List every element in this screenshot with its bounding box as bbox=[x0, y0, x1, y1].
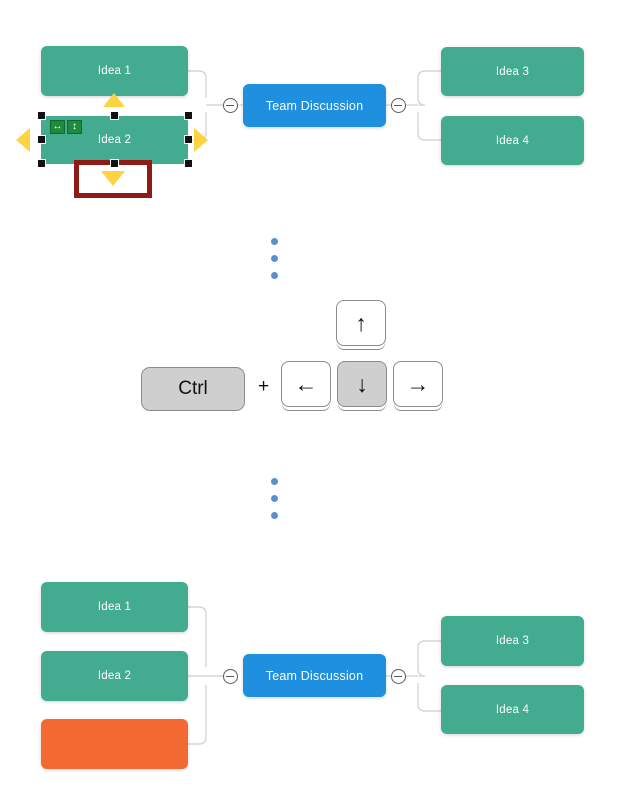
node-label: Idea 4 bbox=[495, 703, 530, 716]
node-team-discussion-after[interactable]: Team Discussion bbox=[243, 654, 386, 697]
node-label: Idea 1 bbox=[97, 65, 132, 77]
ellipsis-dot bbox=[271, 495, 278, 502]
arrow-down-icon: ↓ bbox=[356, 370, 368, 397]
node-label: Idea 2 bbox=[97, 134, 132, 146]
arrow-right-key[interactable]: → bbox=[393, 361, 443, 407]
arrow-up-key[interactable]: ↑ bbox=[336, 300, 386, 346]
plus-sign: + bbox=[258, 376, 270, 397]
node-idea-2-before-selected[interactable]: Idea 2 bbox=[41, 116, 188, 164]
node-idea-1-before[interactable]: Idea 1 bbox=[41, 46, 188, 96]
drop-arrow-left-icon[interactable] bbox=[16, 128, 30, 152]
vertical-ellipsis-bottom bbox=[271, 478, 278, 529]
selection-handle-middle-right[interactable] bbox=[184, 135, 193, 144]
node-label: Idea 3 bbox=[495, 635, 530, 647]
collapse-toggle-left-after[interactable] bbox=[223, 669, 238, 684]
ctrl-key[interactable]: Ctrl bbox=[141, 367, 245, 411]
selection-handle-bottom-center[interactable] bbox=[110, 159, 119, 168]
node-idea-4-after[interactable]: Idea 4 bbox=[441, 685, 584, 734]
selection-handle-bottom-right[interactable] bbox=[184, 159, 193, 168]
ellipsis-dot bbox=[271, 272, 278, 279]
node-new-empty-after[interactable] bbox=[41, 719, 188, 769]
collapse-toggle-right-after[interactable] bbox=[391, 669, 406, 684]
node-idea-4-before[interactable]: Idea 4 bbox=[441, 116, 584, 165]
ellipsis-dot bbox=[271, 478, 278, 485]
node-idea-1-after[interactable]: Idea 1 bbox=[41, 582, 188, 632]
selection-handle-middle-left[interactable] bbox=[37, 135, 46, 144]
node-label: Team Discussion bbox=[265, 668, 364, 683]
node-label: Idea 4 bbox=[495, 134, 530, 147]
resize-horizontal-badge[interactable]: ↔ bbox=[50, 120, 65, 134]
drop-arrow-down-icon[interactable] bbox=[101, 171, 125, 186]
node-label: Idea 1 bbox=[97, 601, 132, 613]
node-label: Idea 3 bbox=[495, 65, 530, 78]
selection-handle-top-left[interactable] bbox=[37, 111, 46, 120]
resize-vertical-icon: ↕ bbox=[72, 121, 77, 132]
collapse-toggle-right-before[interactable] bbox=[391, 98, 406, 113]
ellipsis-dot bbox=[271, 512, 278, 519]
arrow-right-icon: → bbox=[406, 370, 430, 397]
drop-arrow-right-icon[interactable] bbox=[194, 128, 208, 152]
ctrl-key-label: Ctrl bbox=[178, 378, 208, 399]
ellipsis-dot bbox=[271, 238, 278, 245]
vertical-ellipsis-top bbox=[271, 238, 278, 289]
node-team-discussion-before[interactable]: Team Discussion bbox=[243, 84, 386, 127]
node-label: Idea 2 bbox=[97, 670, 132, 682]
arrow-left-icon: ← bbox=[294, 370, 318, 397]
node-idea-3-after[interactable]: Idea 3 bbox=[441, 616, 584, 666]
node-idea-2-after[interactable]: Idea 2 bbox=[41, 651, 188, 701]
node-label: Team Discussion bbox=[265, 98, 364, 113]
arrow-left-key[interactable]: ← bbox=[281, 361, 331, 407]
collapse-toggle-left-before[interactable] bbox=[223, 98, 238, 113]
drop-arrow-up-icon[interactable] bbox=[103, 93, 125, 107]
resize-vertical-badge[interactable]: ↕ bbox=[67, 120, 82, 134]
resize-horizontal-icon: ↔ bbox=[52, 121, 63, 132]
selection-handle-top-right[interactable] bbox=[184, 111, 193, 120]
resize-badge-group: ↔ ↕ bbox=[50, 120, 82, 134]
ellipsis-dot bbox=[271, 255, 278, 262]
arrow-down-key[interactable]: ↓ bbox=[337, 361, 387, 407]
selection-handle-top-center[interactable] bbox=[110, 111, 119, 120]
selection-handle-bottom-left[interactable] bbox=[37, 159, 46, 168]
node-idea-3-before[interactable]: Idea 3 bbox=[441, 47, 584, 96]
arrow-up-icon: ↑ bbox=[355, 309, 367, 336]
